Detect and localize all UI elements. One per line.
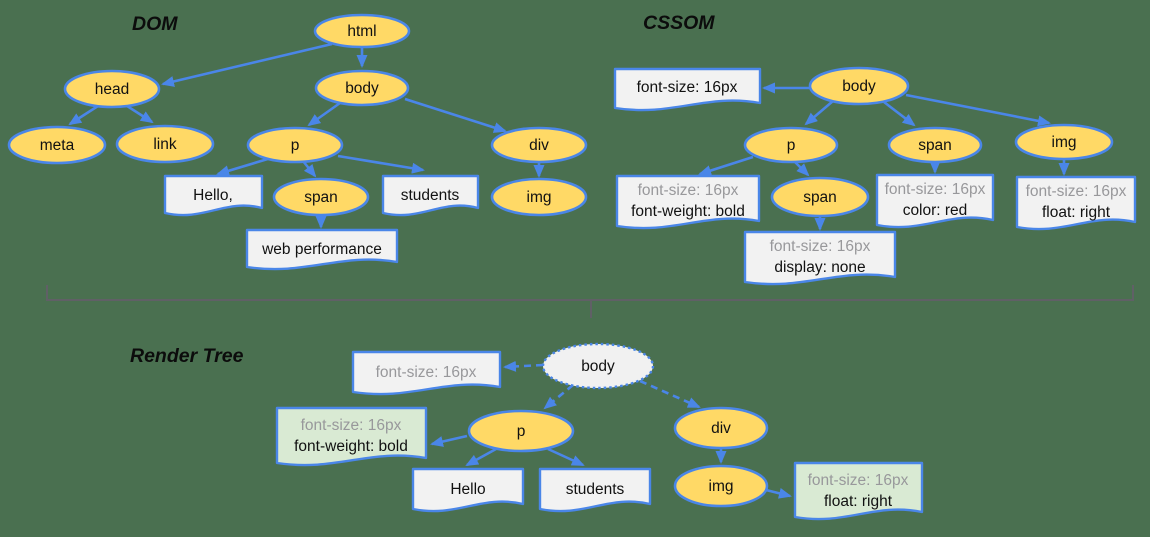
dom-node-img-label: img	[527, 189, 552, 206]
dom-textbox-web-performance-label: web performance	[261, 241, 382, 258]
cssom-rule-p-box	[615, 174, 761, 230]
cssom-rule-body-line1: font-size: 16px	[637, 79, 738, 96]
arrow-render-body-to-rule	[503, 360, 544, 372]
dom-node-meta-label: meta	[40, 137, 75, 154]
dom-node-span	[272, 177, 370, 217]
render-textbox-students	[538, 467, 652, 513]
dom-textbox-students	[381, 174, 480, 217]
cssom-node-span-label: span	[918, 137, 952, 154]
render-node-img-label: img	[709, 478, 734, 495]
dom-node-p-label: p	[291, 137, 300, 154]
render-rule-img-line1: font-size: 16px	[808, 472, 909, 489]
cssom-rule-p-line1: font-size: 16px	[638, 182, 739, 199]
cssom-node-img	[1014, 123, 1114, 161]
arrow-render-p-to-students	[547, 447, 585, 467]
arrow-render-p-to-rule	[430, 434, 468, 447]
render-rule-p-line1: font-size: 16px	[301, 417, 402, 434]
arrow-cssom-body-to-p	[804, 100, 834, 126]
arrow-head-to-link	[126, 104, 154, 124]
dom-node-link-label: link	[153, 136, 177, 153]
dom-node-html-label: html	[347, 23, 376, 40]
cssom-title: CSSOM	[643, 12, 715, 34]
arrow-cssom-p-to-rule	[698, 155, 754, 176]
render-rule-body-box	[351, 350, 502, 396]
arrow-head-to-meta	[68, 104, 99, 126]
render-textbox-hello	[411, 467, 525, 513]
render-textbox-hello-label: Hello	[450, 481, 485, 498]
dom-tree: DOM html head body meta link p div span …	[7, 13, 588, 271]
render-node-body	[541, 342, 655, 390]
dom-node-link	[115, 124, 215, 164]
dom-textbox-web-performance	[245, 228, 399, 271]
render-node-img	[673, 464, 769, 508]
render-textbox-students-label: students	[566, 481, 625, 498]
cssom-node-img-label: img	[1052, 134, 1077, 151]
render-node-div	[673, 406, 769, 450]
arrow-cssom-body-to-span	[883, 100, 916, 127]
render-rule-p-line2: font-weight: bold	[294, 438, 408, 455]
arrow-render-body-to-p	[543, 383, 574, 410]
cssom-node-p	[743, 126, 839, 164]
arrow-render-p-to-hello	[465, 447, 497, 467]
render-rule-img-line2: float: right	[824, 493, 893, 510]
render-rule-img-box	[793, 461, 924, 521]
arrow-p-to-span	[301, 160, 317, 178]
dom-node-body	[314, 69, 410, 107]
cssom-rule-span-line1: font-size: 16px	[885, 181, 986, 198]
cssom-node-body-label: body	[842, 78, 876, 95]
dom-node-div	[490, 126, 588, 164]
cssom-rule-span-in-p-box	[743, 230, 897, 286]
dom-textbox-hello	[163, 174, 264, 217]
cssom-node-body	[808, 66, 910, 106]
dom-node-head	[63, 69, 161, 109]
arrow-cssom-p-to-span	[793, 160, 810, 177]
dom-node-div-label: div	[529, 137, 549, 154]
cssom-rule-span-in-p-line2: display: none	[774, 259, 865, 276]
dom-title: DOM	[132, 13, 178, 35]
dom-node-body-label: body	[345, 80, 379, 97]
arrow-p-to-hello	[216, 156, 272, 177]
dom-node-span-label: span	[304, 189, 338, 206]
dom-node-img	[490, 177, 588, 217]
cssom-rule-img-line1: font-size: 16px	[1026, 183, 1127, 200]
cssom-rule-img-line2: float: right	[1042, 204, 1111, 221]
render-rule-p-box	[275, 406, 428, 467]
arrow-body-to-div	[404, 97, 507, 133]
dom-node-meta	[7, 125, 107, 165]
arrow-p-to-students	[337, 154, 425, 174]
arrow-body-to-p	[307, 101, 341, 127]
arrow-cssom-body-to-img	[905, 93, 1051, 127]
cssom-rule-p-line2: font-weight: bold	[631, 203, 745, 220]
cssom-rule-img-box	[1015, 175, 1137, 231]
cssom-node-span	[887, 126, 983, 164]
render-tree-title: Render Tree	[130, 345, 244, 367]
cssom-node-p-label: p	[787, 137, 796, 154]
cssom-node-span-in-p	[770, 176, 870, 218]
dom-textbox-hello-label: Hello,	[193, 187, 233, 204]
render-rule-body-line1: font-size: 16px	[376, 364, 477, 381]
dom-node-html	[313, 13, 411, 49]
arrow-html-to-head	[161, 42, 333, 87]
render-node-p-label: p	[517, 423, 526, 440]
dom-textbox-students-label: students	[401, 187, 460, 204]
cssom-tree: CSSOM body p span img span font-size: 16…	[613, 12, 1137, 286]
arrow-render-img-to-rule	[765, 487, 792, 499]
cssom-rule-span-line2: color: red	[903, 202, 968, 219]
cssom-node-span-in-p-label: span	[803, 189, 837, 206]
dom-node-head-label: head	[95, 81, 129, 98]
arrow-render-body-to-div	[639, 379, 701, 409]
cssom-rule-span-in-p-line1: font-size: 16px	[770, 238, 871, 255]
render-node-div-label: div	[711, 420, 731, 437]
render-node-body-label: body	[581, 358, 615, 375]
cssom-rule-span-box	[875, 173, 995, 229]
dom-cssom-grouping-bracket	[46, 285, 1134, 318]
render-node-p	[467, 409, 575, 453]
dom-node-p	[246, 126, 344, 164]
render-tree: Render Tree body p div img font-size: 16…	[130, 342, 924, 521]
cssom-rule-body-box	[613, 67, 762, 112]
